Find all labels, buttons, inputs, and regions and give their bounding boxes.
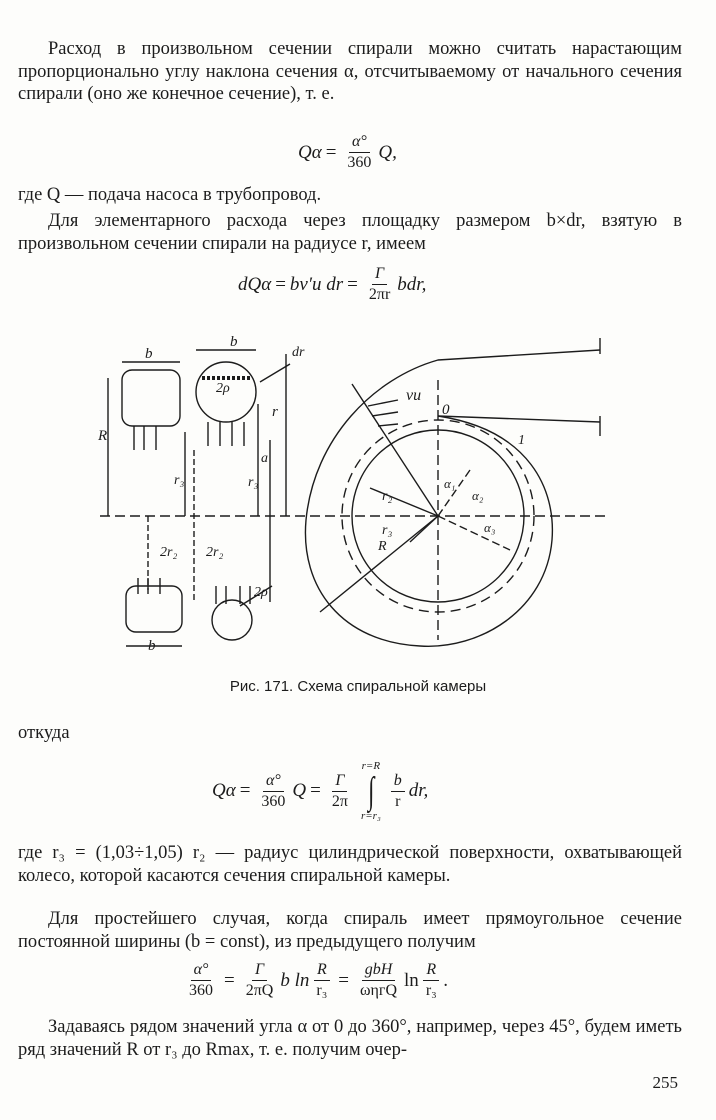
label-b-1: b <box>145 346 153 362</box>
paragraph-2: где Q — подача насоса в трубопровод. <box>18 185 322 205</box>
label-r3-spiral: r₃ <box>382 523 392 538</box>
spiral-chamber-figure: b R r₃ 2r₂ b dr 2ρ r r₃ a 2r₂ <box>97 334 610 654</box>
paragraph-5: где r₃ = (1,03÷1,05) r₂ — радиус цилиндр… <box>18 843 682 886</box>
paragraph-1: Расход в произвольном сечении спирали мо… <box>18 39 682 104</box>
label-dr: dr <box>292 345 305 360</box>
label-R: R <box>97 428 107 444</box>
label-R-spiral: R <box>377 539 387 554</box>
paragraph-6: Для простейшего случая, когда спираль им… <box>18 909 682 952</box>
label-2rho-top: 2ρ <box>216 381 230 396</box>
label-vu: vu <box>406 387 421 404</box>
label-2r2-right: 2r₂ <box>206 545 223 560</box>
label-b-3: b <box>148 638 156 654</box>
label-r: r <box>272 404 278 420</box>
label-alpha2: α₂ <box>472 488 484 503</box>
paragraph-3: Для элементарного расхода через площадку… <box>18 211 682 254</box>
spiral-chamber: vu 0 1 r₂ r₃ R α₁ α₂ α₃ <box>304 338 601 647</box>
figure-caption: Рис. 171. Схема спиральной камеры <box>229 678 487 695</box>
label-r3-mid: r₃ <box>248 475 258 490</box>
label-r3-left: r₃ <box>174 473 184 488</box>
section-circular: b dr 2ρ r r₃ a 2r₂ <box>193 334 305 602</box>
label-r2: r₂ <box>382 489 392 504</box>
label-a: a <box>261 451 268 466</box>
label-alpha3: α₃ <box>484 520 495 535</box>
label-one: 1 <box>518 433 525 448</box>
label-b-2: b <box>230 334 238 350</box>
label-alpha1: α₁ <box>444 476 455 491</box>
page-number: 255 <box>652 1073 679 1092</box>
label-zero: 0 <box>442 402 450 418</box>
paragraph-4: откуда <box>18 723 70 743</box>
section-rectangular: b R r₃ 2r₂ <box>97 346 610 590</box>
section-bottom: b 2ρ <box>125 578 273 654</box>
label-2r2-left: 2r₂ <box>160 545 177 560</box>
paragraph-7: Задаваясь рядом значений угла α от 0 до … <box>18 1017 682 1060</box>
label-2rho-bottom: 2ρ <box>254 585 268 600</box>
formula-q-alpha: Qα= α°360 Q, <box>298 133 397 171</box>
